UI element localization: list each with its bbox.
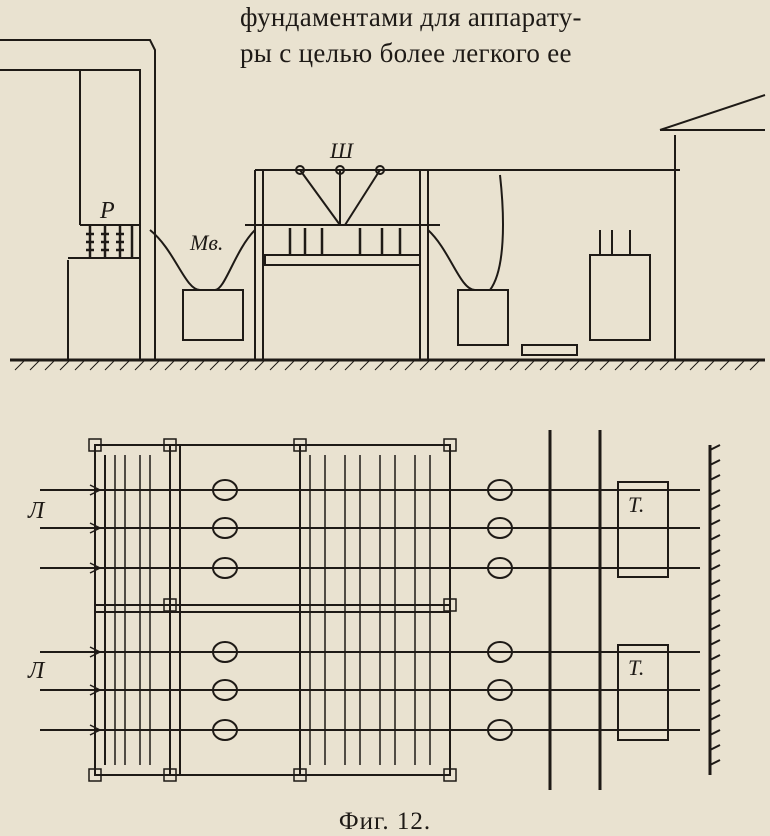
label-transformer-bottom: Т. <box>628 655 644 680</box>
body-text-line-1: фундаментами для аппарату- <box>240 2 582 32</box>
label-line-top: Л <box>27 498 46 524</box>
label-reactor: P <box>99 198 115 224</box>
body-text-line-2: ры с целью более легкого ее <box>240 38 572 68</box>
substation-elevation-drawing: P Mв. Ш <box>0 39 766 371</box>
label-oil-switch: Mв. <box>189 230 223 255</box>
label-line-bottom: Л <box>27 658 46 684</box>
figure-caption: Фиг. 12. <box>338 808 432 835</box>
substation-plan-drawing: Л Л Т. Т. <box>27 430 721 790</box>
label-busbar: Ш <box>329 138 354 163</box>
label-transformer-top: Т. <box>628 492 644 517</box>
